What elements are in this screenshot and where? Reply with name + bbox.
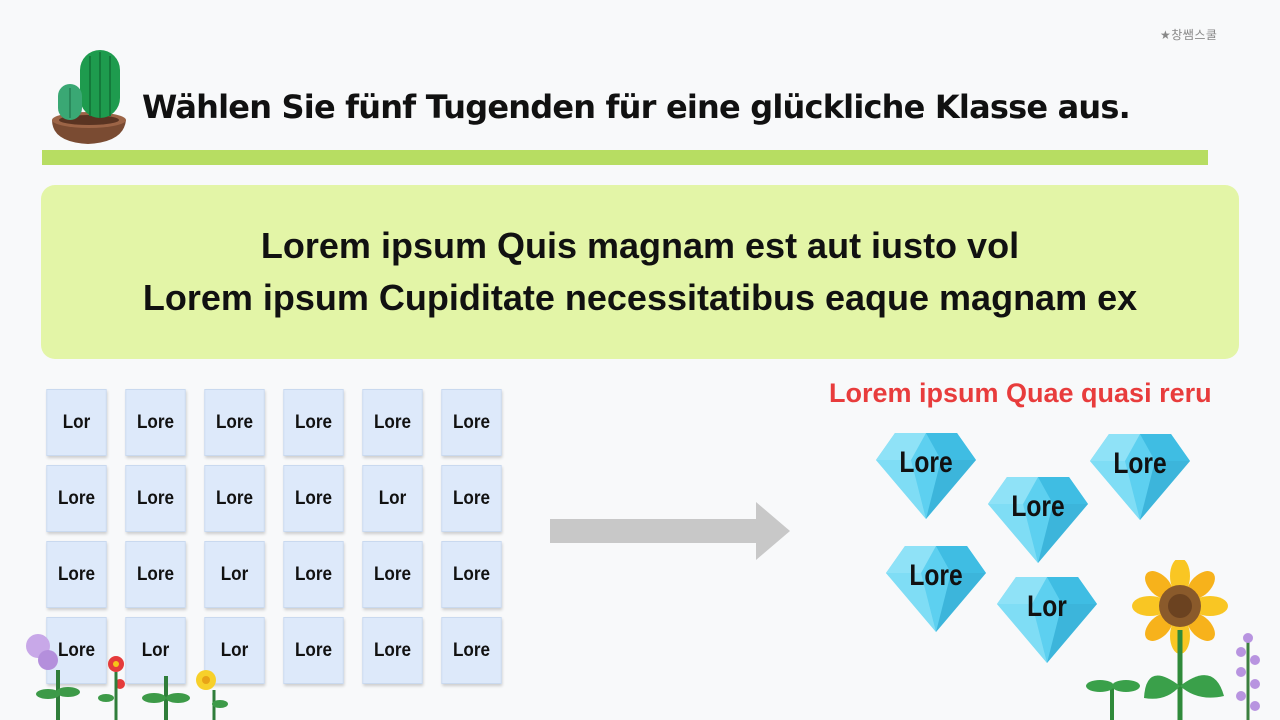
selection-label: Lorem ipsum Quae quasi reru	[829, 378, 1212, 408]
diamond-icon	[997, 577, 1097, 663]
diamond-icon	[988, 477, 1088, 563]
selected-virtue-gem[interactable]: Lore	[875, 432, 977, 520]
virtue-card[interactable]: Lore	[125, 465, 186, 532]
virtue-card[interactable]: Lore	[441, 541, 502, 608]
diamond-icon	[1090, 434, 1190, 520]
page-title: Wählen Sie fünf Tugenden für eine glückl…	[142, 88, 1131, 126]
arrow-right-icon	[550, 502, 790, 560]
virtue-card[interactable]: Lore	[46, 541, 107, 608]
gem-label: Lore	[1113, 447, 1167, 480]
virtue-card[interactable]: Lore	[362, 617, 423, 684]
banner-line-2: Lorem ipsum Cupiditate necessitatibus ea…	[142, 277, 1138, 318]
gem-label: Lor	[1027, 590, 1067, 623]
title-underline	[42, 150, 1208, 165]
selected-virtue-gem[interactable]: Lore	[885, 545, 987, 633]
virtue-card[interactable]: Lore	[362, 541, 423, 608]
gem-label: Lore	[1011, 490, 1065, 523]
gem-label: Lore	[899, 446, 953, 479]
virtue-card[interactable]: Lor	[204, 541, 265, 608]
virtue-card[interactable]: Lore	[441, 465, 502, 532]
selected-virtue-gem[interactable]: Lor	[996, 576, 1098, 664]
virtue-card[interactable]: Lore	[283, 465, 344, 532]
virtue-card[interactable]: Lore	[283, 541, 344, 608]
diamond-icon	[876, 433, 976, 519]
virtue-card[interactable]: Lor	[125, 617, 186, 684]
virtue-card[interactable]: Lore	[46, 465, 107, 532]
brand-logo: ★창쌤스쿨	[1160, 28, 1218, 42]
virtue-card[interactable]: Lor	[204, 617, 265, 684]
virtue-card[interactable]: Lore	[362, 389, 423, 456]
virtue-card[interactable]: Lore	[283, 389, 344, 456]
virtue-card[interactable]: Lore	[125, 389, 186, 456]
virtue-card[interactable]: Lore	[204, 465, 265, 532]
virtue-card[interactable]: Lore	[283, 617, 344, 684]
selected-virtue-gem[interactable]: Lore	[987, 476, 1089, 564]
virtue-card[interactable]: Lor	[362, 465, 423, 532]
instruction-banner: Lorem ipsum Quis magnam est aut iusto vo…	[41, 185, 1239, 359]
diamond-icon	[886, 546, 986, 632]
virtue-card[interactable]: Lor	[46, 389, 107, 456]
virtue-card[interactable]: Lore	[441, 617, 502, 684]
selected-virtue-gem[interactable]: Lore	[1089, 433, 1191, 521]
banner-line-1: Lorem ipsum Quis magnam est aut iusto vo…	[260, 225, 1020, 266]
virtue-card[interactable]: Lore	[441, 389, 502, 456]
gem-label: Lore	[909, 559, 963, 592]
sunflower-icon	[1086, 560, 1260, 720]
virtue-card[interactable]: Lore	[204, 389, 265, 456]
virtue-card[interactable]: Lore	[125, 541, 186, 608]
flowers-left-icon	[26, 634, 228, 720]
cactus-icon	[52, 50, 126, 144]
